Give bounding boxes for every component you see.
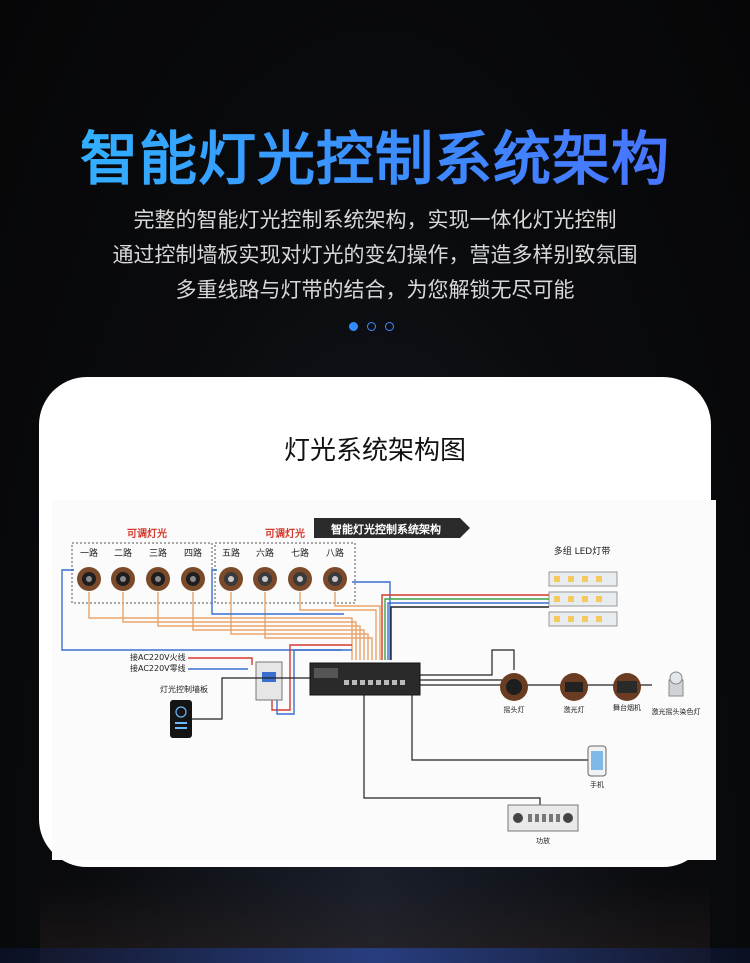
- laser-light: [560, 673, 588, 701]
- circuit-breaker: [256, 662, 282, 700]
- device-label: 激光摇头染色灯: [652, 707, 701, 716]
- pagination-dot[interactable]: [385, 322, 394, 331]
- channel-label: 一路: [80, 547, 98, 559]
- description-line: 完整的智能灯光控制系统架构，实现一体化灯光控制: [0, 203, 750, 238]
- pagination-dot-active[interactable]: [349, 322, 358, 331]
- device-label: 舞台烟机: [613, 703, 641, 712]
- main-controller: [310, 663, 420, 695]
- channel-label: 五路: [222, 547, 240, 559]
- group-label-left: 可调灯光: [127, 527, 167, 540]
- description-line: 通过控制墙板实现对灯光的变幻操作，营造多样别致氛围: [0, 238, 750, 273]
- svg-text:智能灯光控制系统架构: 智能灯光控制系统架构: [331, 522, 441, 536]
- device-label: 手机: [590, 780, 604, 789]
- channel-label: 六路: [256, 547, 274, 559]
- page-description: 完整的智能灯光控制系统架构，实现一体化灯光控制 通过控制墙板实现对灯光的变幻操作…: [0, 203, 750, 308]
- page-title: 智能灯光控制系统架构: [0, 112, 750, 196]
- card-title: 灯光系统架构图: [0, 430, 750, 467]
- led-strip-label: 多组 LED灯带: [554, 545, 611, 557]
- channel-label: 七路: [291, 547, 309, 559]
- ac-live-label: 接AC220V火线: [130, 652, 186, 662]
- device-label: 功放: [536, 836, 550, 845]
- channel-label: 二路: [114, 547, 132, 559]
- group-label-right: 可调灯光: [265, 527, 305, 540]
- lighting-architecture-diagram: 智能灯光控制系统架构 可调灯光 可调灯光 一路 二路 三路 四路 五路 六路 七…: [52, 500, 716, 860]
- fog-machine: [613, 673, 641, 701]
- wall-panel: [170, 700, 192, 738]
- device-label: 激光灯: [564, 705, 585, 714]
- background-light-band: [0, 948, 750, 963]
- carousel-pagination: [349, 322, 394, 331]
- phone-device: [588, 746, 606, 776]
- laser-moving-head-light: [669, 672, 683, 696]
- channel-label: 四路: [184, 547, 202, 559]
- diagram-banner: 智能灯光控制系统架构: [314, 518, 470, 538]
- moving-head-light: [500, 673, 528, 701]
- channel-label: 三路: [149, 547, 167, 559]
- ac-neutral-label: 接AC220V零线: [130, 663, 186, 673]
- amplifier-device: [508, 805, 578, 831]
- description-line: 多重线路与灯带的结合，为您解锁无尽可能: [0, 273, 750, 308]
- wall-panel-label: 灯光控制墙板: [160, 684, 208, 694]
- pagination-dot[interactable]: [367, 322, 376, 331]
- device-label: 摇头灯: [504, 705, 525, 714]
- channel-label: 八路: [326, 547, 344, 559]
- led-strips: [549, 572, 617, 626]
